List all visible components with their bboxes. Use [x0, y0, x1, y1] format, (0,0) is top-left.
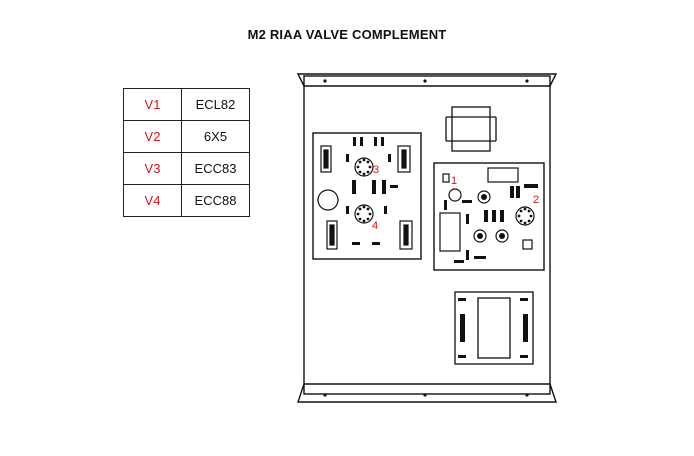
- right-circuit-board: [433, 162, 545, 271]
- socket-label-v1: 1: [451, 175, 457, 187]
- socket-label-v3: 3: [373, 164, 379, 176]
- output-transformer: [454, 291, 534, 365]
- socket-label-v2: 2: [533, 194, 539, 206]
- mains-transformer: [445, 106, 497, 152]
- valve-row: V1 ECL82: [123, 88, 250, 121]
- socket-label-v4: 4: [372, 220, 378, 232]
- valve-type: ECC88: [181, 184, 250, 217]
- flange-holes: [323, 79, 529, 397]
- bottom-flange: [297, 383, 557, 403]
- valve-row: V2 6X5: [123, 120, 250, 153]
- diagram-title: M2 RIAA VALVE COMPLEMENT: [247, 27, 447, 42]
- valve-type: 6X5: [181, 120, 250, 153]
- valve-position: V1: [123, 88, 182, 121]
- valve-row: V4 ECC88: [123, 184, 250, 217]
- valve-position: V4: [123, 184, 182, 217]
- valve-row: V3 ECC83: [123, 152, 250, 185]
- valve-type: ECL82: [181, 88, 250, 121]
- valve-position: V2: [123, 120, 182, 153]
- top-flange: [296, 73, 558, 87]
- valve-table: V1 ECL82 V2 6X5 V3 ECC83 V4 ECC88: [123, 88, 250, 217]
- left-circuit-board: [312, 132, 422, 260]
- chassis-outline: [303, 75, 551, 395]
